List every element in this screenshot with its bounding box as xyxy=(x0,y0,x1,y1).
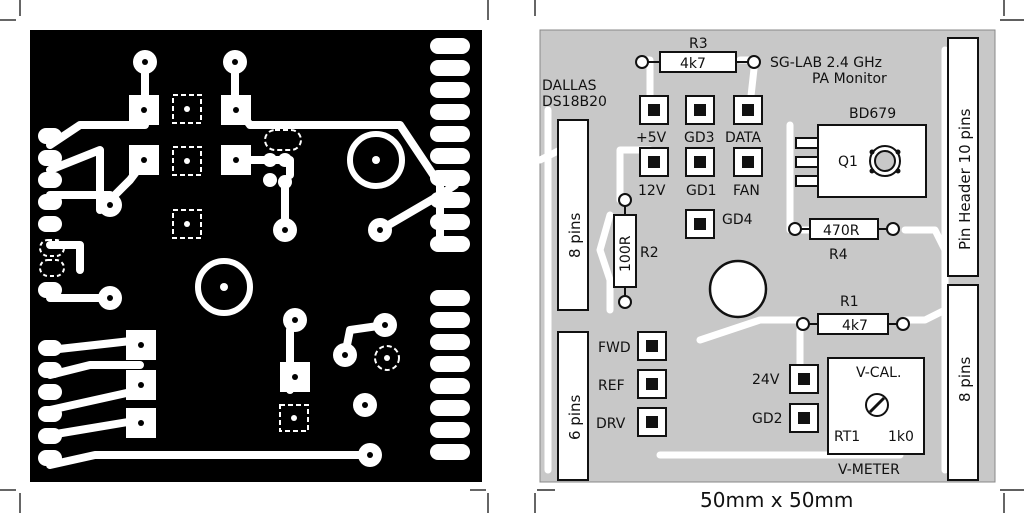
label-gd1: GD1 xyxy=(686,183,717,199)
header-left-bottom-label: 6 pins xyxy=(566,394,584,440)
copper-pads xyxy=(98,50,397,467)
copper-pour xyxy=(30,30,482,482)
label-12v: 12V xyxy=(638,183,666,199)
label-fwd: FWD xyxy=(598,340,631,356)
header-left-top-label: 8 pins xyxy=(566,212,584,258)
header-right-top xyxy=(947,37,979,277)
label-gd4: GD4 xyxy=(722,212,753,228)
header-left-bottom xyxy=(557,331,589,481)
label-r1-ref: R1 xyxy=(840,294,859,310)
header-left-top xyxy=(557,119,589,311)
label-q1-part: BD679 xyxy=(849,106,896,122)
board-dimensions: 50mm x 50mm xyxy=(700,488,853,512)
label-r4-value: 470R xyxy=(823,223,860,239)
label-drv: DRV xyxy=(596,416,626,432)
silkscreen-text: R3 4k7 SG-LAB 2.4 GHz PA Monitor DALLAS … xyxy=(542,36,974,512)
mounting-hole xyxy=(708,259,768,319)
label-r2-ref: R2 xyxy=(640,245,659,261)
label-r4-ref: R4 xyxy=(829,247,848,263)
label-rt1-cal: V-CAL. xyxy=(856,365,901,381)
right-header-pads xyxy=(430,38,470,460)
label-5v: +5V xyxy=(636,130,667,146)
label-gd2: GD2 xyxy=(752,411,783,427)
header-right-bottom xyxy=(947,284,979,481)
label-r2-value: 100R xyxy=(618,235,634,272)
label-data: DATA xyxy=(725,130,761,146)
board-title-line1: SG-LAB 2.4 GHz xyxy=(770,55,882,71)
sensor-line1: DALLAS xyxy=(542,78,597,94)
label-r1-value: 4k7 xyxy=(842,318,868,334)
label-rt1-value: 1k0 xyxy=(888,429,914,445)
label-fan: FAN xyxy=(733,183,760,199)
header-right-top-label: Pin Header 10 pins xyxy=(956,108,974,250)
sensor-line2: DS18B20 xyxy=(542,94,607,110)
header-right-bottom-label: 8 pins xyxy=(956,356,974,402)
label-gd3: GD3 xyxy=(684,130,715,146)
label-q1-ref: Q1 xyxy=(838,154,858,170)
silk-pads xyxy=(637,95,819,437)
label-vmeter: V-METER xyxy=(838,462,900,478)
label-ref: REF xyxy=(598,378,625,394)
copper-layer xyxy=(30,30,482,482)
board-title-line2: PA Monitor xyxy=(812,71,887,87)
left-header-pads xyxy=(38,128,62,466)
label-r3-ref: R3 xyxy=(689,36,708,52)
silkscreen-layer xyxy=(536,29,996,483)
label-24v: 24V xyxy=(752,372,780,388)
label-rt1-ref: RT1 xyxy=(834,429,860,445)
label-r3-value: 4k7 xyxy=(680,56,706,72)
